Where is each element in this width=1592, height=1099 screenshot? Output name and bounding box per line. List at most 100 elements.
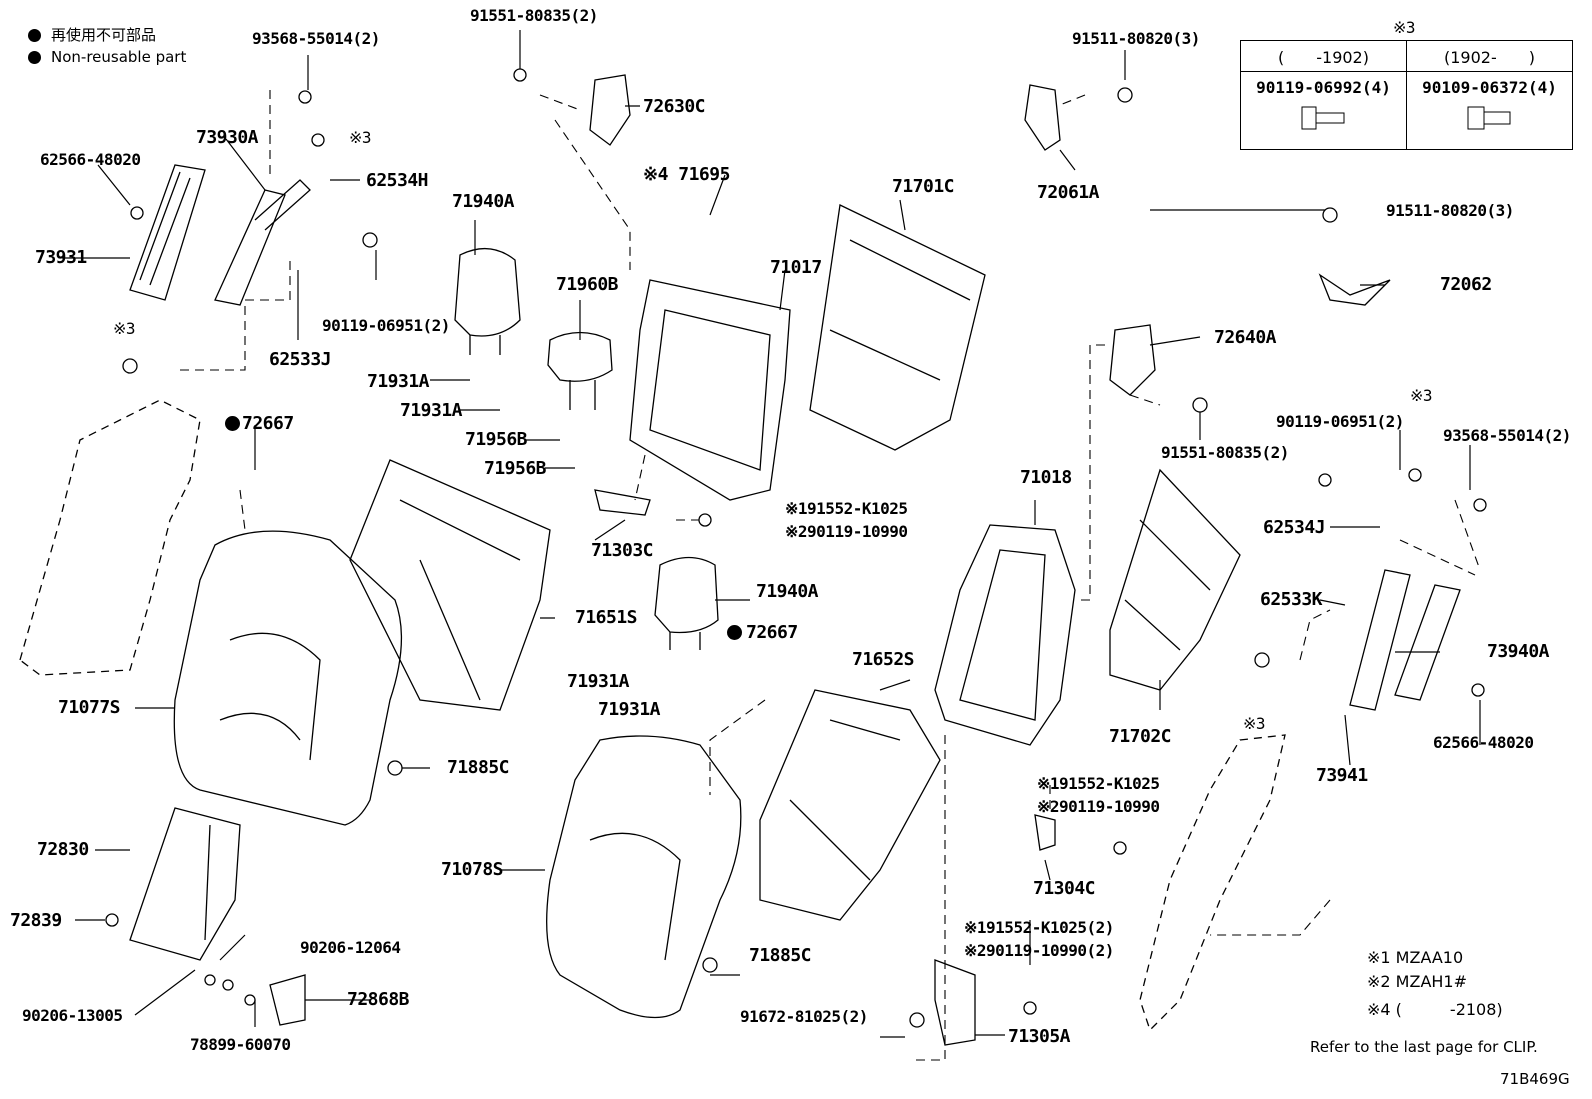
bracket-73930a-part [214, 179, 311, 306]
side-trim-right-outline [1139, 734, 1286, 1032]
legend: 再使用不可部品 Non-reusable part [28, 24, 186, 68]
year-table-col1-cell: 90119-06992(4) [1240, 70, 1407, 151]
hinge-72062-part [1318, 273, 1391, 306]
part-label: 72868B [347, 989, 410, 1010]
side-airbag-73931-part [129, 164, 206, 301]
part-label: 90119-06951(2) [322, 316, 450, 335]
part-label: 91511-80820(3) [1386, 201, 1514, 220]
part-label: 71652S [852, 649, 915, 670]
side-airbag-73941-part [1349, 569, 1411, 711]
non-reusable-dot-icon [727, 625, 742, 640]
seatback-frame-71017-part [629, 279, 791, 501]
part-label: 90119-06951(2) [1276, 412, 1404, 431]
non-reusable-dot-icon [225, 416, 240, 431]
legend-en-label: Non-reusable part [51, 48, 187, 66]
side-trim-left-outline [19, 399, 201, 676]
part-label: ※3 [1243, 714, 1266, 733]
non-reusable-dot-icon [28, 50, 41, 64]
part-label: ※3 [1410, 386, 1433, 405]
part-label: 71885C [447, 757, 510, 778]
part-label: 71077S [58, 697, 121, 718]
bracket-73940a-part [1394, 584, 1461, 701]
part-label: 90206-13005 [22, 1006, 123, 1025]
part-label: ※191552-K1025 [785, 499, 908, 518]
part-label: 71956B [465, 429, 528, 450]
part-label: 73940A [1487, 641, 1550, 662]
year-table-mark: ※3 [1393, 18, 1416, 37]
part-label: 71078S [441, 859, 504, 880]
seatback-pad-71652s-part [759, 689, 941, 921]
part-label: 71702C [1109, 726, 1172, 747]
year-table-col1-head: ( -1902) [1240, 40, 1407, 72]
flange-bolt-icon [1467, 106, 1510, 130]
bracket-71305a-part [934, 959, 976, 1046]
lock-72640a-part [1109, 324, 1156, 396]
part-label: 93568-55014(2) [252, 29, 380, 48]
part-label: 71651S [575, 607, 638, 628]
part-label: ※290119-10990(2) [964, 941, 1114, 960]
note-mzah1: ※2 MZAH1# [1367, 972, 1467, 991]
part-label: 71701C [892, 176, 955, 197]
part-label: ※290119-10990 [1037, 797, 1160, 816]
part-label: 93568-55014(2) [1443, 426, 1571, 445]
part-label: 71018 [1020, 467, 1072, 488]
year-table: ( -1902) (1902- ) 90119-06992(4) 90109-0… [1240, 40, 1573, 151]
part-label: 91511-80820(3) [1072, 29, 1200, 48]
legend-jp-label: 再使用不可部品 [51, 26, 157, 44]
part-label: ※3 [349, 128, 372, 147]
lock-72630c-part [589, 74, 631, 146]
part-label: ※3 [113, 319, 136, 338]
seatback-cover-71077s-part [173, 530, 403, 826]
part-label: ※290119-10990 [785, 522, 908, 541]
part-label: 73941 [1316, 765, 1368, 786]
armrest-72830-part [129, 807, 241, 961]
clip-reference-note: Refer to the last page for CLIP. [1310, 1038, 1538, 1056]
part-label: 72062 [1440, 274, 1492, 295]
part-label: 71940A [756, 581, 819, 602]
seatback-pad-71651s-part [349, 459, 551, 711]
part-label: 71931A [567, 671, 630, 692]
part-label: 62566-48020 [40, 150, 141, 169]
bolt-icon [1301, 106, 1344, 130]
part-label: ※191552-K1025(2) [964, 918, 1114, 937]
part-label: 71940A [452, 191, 515, 212]
seatback-board-71701c-part [809, 204, 986, 451]
part-label: 62534J [1263, 517, 1326, 538]
hinge-72061a-part [1024, 84, 1061, 151]
part-label: 71305A [1008, 1026, 1071, 1047]
part-label: ※4 71695 [643, 164, 730, 185]
part-label: 62533K [1260, 589, 1323, 610]
part-label: 72667 [242, 413, 294, 434]
part-label: 71304C [1033, 878, 1096, 899]
note-mzaa10: ※1 MZAA10 [1367, 948, 1464, 967]
seatback-board-71702c-part [1109, 468, 1241, 691]
part-label: 91672-81025(2) [740, 1007, 868, 1026]
part-label: 72839 [10, 910, 62, 931]
part-label: 72667 [746, 622, 798, 643]
seatback-cover-71078s-part [546, 735, 742, 1019]
part-label: 78899-60070 [190, 1035, 291, 1054]
year-table-col2-part: 90109-06372(4) [1422, 77, 1557, 97]
part-label: ※191552-K1025 [1037, 774, 1160, 793]
part-label: 91551-80835(2) [470, 6, 598, 25]
cover-71303c-part [594, 489, 651, 516]
cover-71304c-part [1034, 814, 1056, 851]
seatback-frame-71018-part [934, 524, 1076, 746]
part-label: 62566-48020 [1433, 733, 1534, 752]
part-label: 71956B [484, 458, 547, 479]
year-table-col2-cell: 90109-06372(4) [1406, 70, 1573, 151]
headrest-71940a-upper-part [454, 248, 521, 355]
part-label: 62534H [366, 170, 429, 191]
headrest-71960b-part [547, 331, 613, 410]
part-label: 71931A [367, 371, 430, 392]
part-label: 91551-80835(2) [1161, 443, 1289, 462]
part-label: 71931A [400, 400, 463, 421]
part-label: 73931 [35, 247, 87, 268]
part-label: 73930A [196, 127, 259, 148]
cover-72868b-part [269, 974, 306, 1026]
non-reusable-dot-icon [28, 28, 41, 42]
note-2108: ※4 ( -2108) [1367, 1000, 1503, 1019]
part-label: 90206-12064 [300, 938, 401, 957]
year-table-col1-part: 90119-06992(4) [1256, 77, 1391, 97]
